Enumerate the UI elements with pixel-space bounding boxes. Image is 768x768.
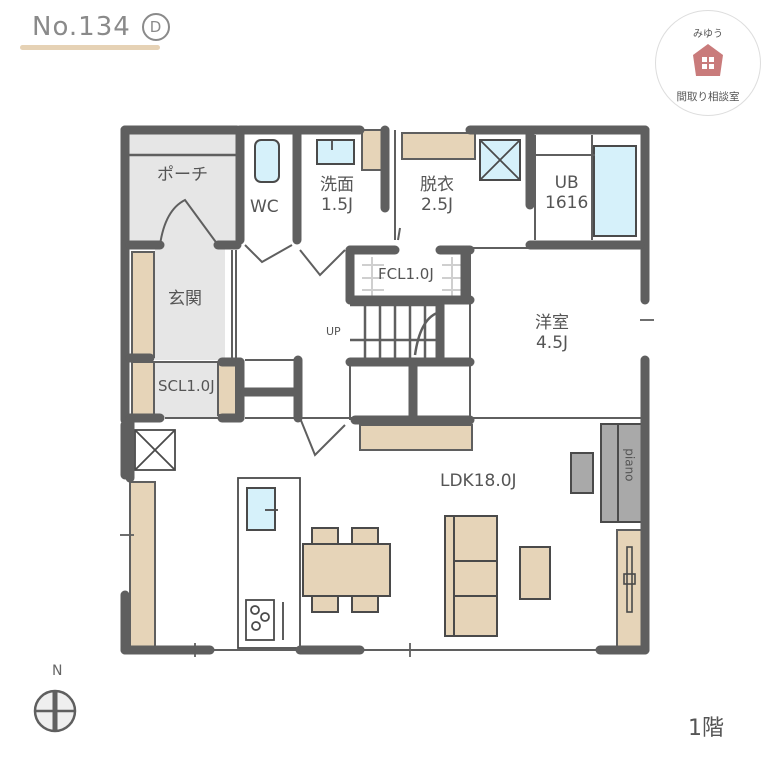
compass-north-label: N: [52, 663, 63, 679]
room-porch-label: ポーチ: [157, 165, 208, 185]
scl-left-storage: [131, 361, 155, 416]
dining-table: [302, 543, 391, 597]
low-table: [519, 546, 551, 600]
piano-bench: [570, 452, 594, 494]
room-family-closet-label: FCL1.0J: [378, 265, 434, 283]
stove: [245, 599, 275, 641]
plan-number: No.134: [32, 12, 131, 42]
hall-storage: [359, 424, 473, 451]
western-room-name: 洋室: [535, 313, 569, 333]
kitchen-counter: [237, 477, 301, 649]
room-ldk-label: LDK18.0J: [440, 471, 517, 491]
toilet: [254, 139, 280, 183]
title-underline: [20, 45, 160, 50]
brand-subtitle: 間取り相談室: [676, 91, 740, 103]
scl-right-storage: [217, 361, 237, 416]
kitchen-sink: [246, 487, 276, 531]
dressing-size: 2.5J: [420, 194, 454, 215]
bath-size: 1616: [545, 192, 589, 213]
house-icon: [693, 44, 723, 76]
piano-label: piano: [622, 448, 637, 482]
room-bath: UB 1616: [545, 173, 589, 213]
bathtub: [593, 145, 637, 237]
wash-basin: [316, 139, 355, 165]
washroom-name: 洗面: [320, 175, 354, 195]
room-wc-label: WC: [250, 197, 279, 217]
floor-level-label: 1階: [688, 716, 724, 741]
stairs-up-label: UP: [326, 325, 341, 338]
room-shoe-closet-label: SCL1.0J: [158, 377, 215, 395]
western-room-size: 4.5J: [535, 332, 569, 353]
piano: [600, 423, 644, 523]
sofa: [444, 515, 498, 637]
entrance-storage: [131, 251, 155, 358]
tv-board: [616, 529, 643, 648]
plan-title: No.134 D: [32, 12, 171, 42]
shoe-closet-floor: [155, 362, 220, 417]
porch-floor: [125, 130, 237, 245]
room-washroom: 洗面 1.5J: [320, 175, 354, 215]
brand-logo[interactable]: みゆう 間取り相談室: [655, 10, 761, 116]
washroom-size: 1.5J: [320, 194, 354, 215]
entrance-floor: [155, 245, 225, 360]
room-entrance-label: 玄関: [168, 289, 202, 309]
brand-name: みゆう: [693, 29, 723, 40]
plan-variant-badge: D: [142, 13, 171, 41]
room-dressing: 脱衣 2.5J: [420, 175, 454, 215]
ldk-storage-box: [134, 429, 176, 471]
bath-name: UB: [554, 173, 579, 193]
compass-icon: [33, 689, 77, 733]
ldk-left-storage: [129, 481, 156, 648]
dressing-name: 脱衣: [420, 175, 454, 195]
dressing-storage: [401, 132, 476, 160]
room-western: 洋室 4.5J: [535, 313, 569, 353]
